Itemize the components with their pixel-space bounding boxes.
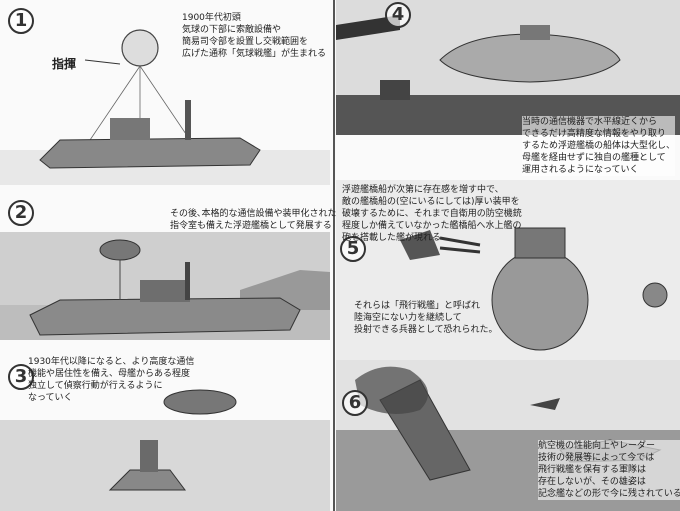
panel-1-caption: 1900年代初頭 気球の下部に索敵設備や 簡易司令部を設置し交戦範囲を 広げた通… <box>182 13 327 59</box>
panel-number-5: 5 <box>340 236 366 262</box>
panel-2-art <box>0 232 330 340</box>
panel-3-art <box>0 389 330 511</box>
panel-2-caption: その後､本格的な通信設備や装甲化された 指令室も備えた浮遊艦橋として発展する <box>170 209 337 231</box>
panel-3-caption: 1930年代以降になると、より高度な通信 機能や居住性を備え、母艦からある程度 … <box>28 357 195 403</box>
battleship-hull <box>39 137 261 169</box>
panel-1-art <box>0 29 330 185</box>
panel-6-caption: 航空機の性能向上やレーダー 技術の発展等によって今では 飛行戦艦を保有する軍隊は… <box>538 440 680 500</box>
column-divider <box>333 0 335 511</box>
panel-number-3: 3 <box>8 364 34 390</box>
panel-number-6: 6 <box>342 390 368 416</box>
panel-number-1: 1 <box>8 8 34 34</box>
panel-5-caption: 浮遊艦橋船が次第に存在感を増す中で、 敵の艦橋船の(空にいるにしては)厚い装甲を… <box>342 185 522 243</box>
observation-balloon <box>121 29 159 67</box>
panel-5-caption-2: それらは「飛行戦艦」と呼ばれ 陸海空にない力を継続して 投射できる兵器として恐れ… <box>354 301 498 335</box>
panel-number-4: 4 <box>385 2 411 28</box>
panel-5-art <box>336 180 680 360</box>
floating-bridge <box>163 389 237 415</box>
panel-4-caption: 当時の通信機器で水平線近くから できるだけ高精度な情報をやり取り するため浮遊艦… <box>522 116 676 176</box>
flying-battleship <box>491 249 589 351</box>
airship-hull <box>439 33 621 83</box>
panel-number-2: 2 <box>8 200 34 226</box>
panel-1-label: 指揮 <box>52 57 77 71</box>
